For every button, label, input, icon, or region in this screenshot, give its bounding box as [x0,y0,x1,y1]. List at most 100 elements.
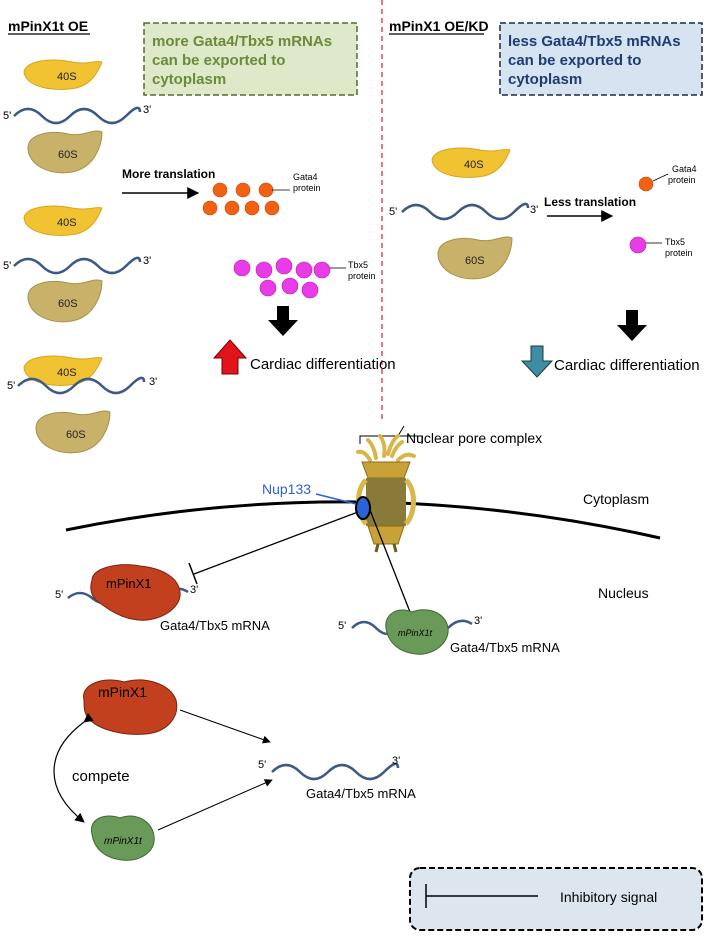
compete-mpinx1t-label: mPinX1t [104,836,143,847]
right-box-line-1: less Gata4/Tbx5 mRNAs [508,33,681,50]
ribosome-60s-label: 60S [465,255,485,267]
protein-dot-icon [264,200,280,216]
three-prime-label: 3' [149,376,157,388]
right-info-box: less Gata4/Tbx5 mRNAs can be exported to… [499,22,703,96]
five-prime-label: 5' [7,380,15,392]
binding-arrow-mpinx1t [157,779,273,831]
right-outcome-label: Cardiac differentiation [554,357,700,374]
compete-mpinx1-label: mPinX1 [98,684,147,700]
right-box-line-3: cytoplasm [508,71,582,88]
protein-dot-icon [629,236,647,254]
down-arrow-icon [617,310,647,341]
down-arrow-icon [268,306,298,336]
mpinx1-label: mPinX1 [106,576,152,591]
ribosome-group-right: 40S 5' 3' 60S [389,147,538,280]
three-prime-label: 3' [143,255,151,267]
nuclear-pore-icon [356,434,416,553]
mpinx1-protein-icon [90,564,181,621]
protein-dot-icon [233,259,251,277]
gata4-label-1: Gata4 [672,164,697,174]
left-outcome-label: Cardiac differentiation [250,356,396,373]
protein-dot-icon [281,277,299,295]
protein-dot-icon [638,176,654,192]
mpinx1t-protein-icon [90,815,155,861]
npc-label: Nuclear pore complex [406,430,542,446]
protein-dot-icon [224,200,240,216]
compete-arrow [53,712,94,823]
mrna-strand [271,762,400,781]
protein-dot-icon [202,200,218,216]
three-prime-label: 3' [143,104,151,116]
five-prime-label: 5' [3,260,11,272]
left-panel-title: mPinX1t OE [8,18,88,34]
inhibition-bar [188,562,198,585]
protein-dot-icon [275,257,293,275]
protein-dot-icon [235,182,251,198]
three-prime-label: 3' [474,615,482,627]
tbx5-protein-cluster [233,257,331,299]
five-prime-label: 5' [258,759,266,771]
tbx5-label-1: Tbx5 [665,237,685,247]
five-prime-label: 5' [338,620,346,632]
compete-label: compete [72,768,130,785]
mrna-strand [13,106,142,125]
three-prime-label: 3' [190,584,198,596]
left-box-line-1: more Gata4/Tbx5 mRNAs [152,33,332,50]
left-info-box: more Gata4/Tbx5 mRNAs can be exported to… [143,22,358,96]
right-panel-title: mPinX1 OE/KD [389,18,489,34]
up-arrow-icon [212,339,248,375]
tbx5-label-2: protein [348,271,376,281]
legend-box: Inhibitory signal [409,867,703,931]
left-box-line-2: can be exported to [152,52,285,69]
inhibition-line [193,511,359,575]
nup133-label: Nup133 [262,481,311,497]
gata4-leader [652,173,669,182]
left-box-line-3: cytoplasm [152,71,226,88]
ribosome-40s-label: 40S [464,159,484,171]
mpinx1t-protein-icon [385,609,449,655]
tbx5-label-1: Tbx5 [348,260,368,270]
nup133-leader [315,493,357,505]
gata4-label-2: protein [293,183,321,193]
gata4-protein-cluster [202,182,280,216]
ribosome-40s-label: 40S [57,217,77,229]
gata4-label-1: Gata4 [293,172,318,182]
ribosome-group-1: 40S 5' 3' 60S [3,59,151,174]
cytoplasm-label: Cytoplasm [583,491,649,507]
ribosome-60s-label: 60S [58,149,78,161]
nup133-icon [355,496,371,520]
ribosome-group-3: 40S 5' 3' 60S [7,355,157,454]
ribosome-40s-label: 40S [57,71,77,83]
more-translation-label: More translation [122,167,215,181]
five-prime-label: 5' [3,110,11,122]
three-prime-label: 3' [392,755,400,767]
mrna-strand [17,376,146,395]
tbx5-label-2: protein [665,248,693,258]
nucleus-label: Nucleus [598,585,649,601]
binding-arrow-mpinx1 [179,709,271,744]
mpinx1-mrna-complex: mPinX1 5' 3' Gata4/Tbx5 mRNA [55,564,270,633]
mpinx1t-mrna-complex: mPinX1t 5' 3' Gata4/Tbx5 mRNA [338,609,560,655]
ribosome-60s-label: 60S [66,429,86,441]
gata4-label-2: protein [668,175,696,185]
mrna-strand [401,202,530,221]
ribosome-group-2: 40S 5' 3' 60S [3,205,151,323]
five-prime-label: 5' [389,206,397,218]
compete-mrna-label: Gata4/Tbx5 mRNA [306,786,416,801]
protein-dot-icon [295,261,313,279]
legend-label: Inhibitory signal [560,889,657,905]
less-translation-label: Less translation [544,195,636,209]
protein-dot-icon [258,182,274,198]
protein-dot-icon [255,261,273,279]
mrna-label: Gata4/Tbx5 mRNA [160,618,270,633]
export-line [369,509,411,613]
mpinx1t-label: mPinX1t [398,628,433,638]
right-box-line-2: can be exported to [508,52,641,69]
three-prime-label: 3' [530,204,538,216]
protein-dot-icon [313,261,331,279]
ribosome-40s-label: 40S [57,367,77,379]
mrna-strand [13,256,142,275]
down-arrow-icon [520,345,554,378]
five-prime-label: 5' [55,589,63,601]
